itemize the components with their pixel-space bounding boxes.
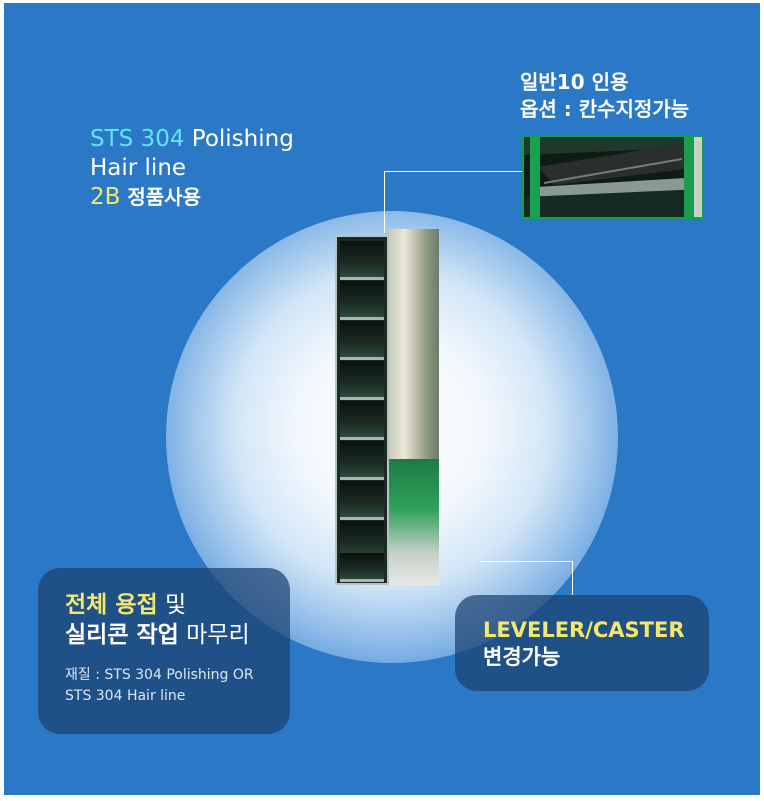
changeable-label: 변경가능 [483,645,561,669]
material-line-2: STS 304 Hair line [65,688,186,704]
cabinet-slot [340,361,384,400]
cabinet-slot [340,281,384,320]
welding-heading: 전체 용접 및 실리콘 작업 마무리 [65,590,250,650]
leveler-connector-vertical [572,561,573,595]
cabinet-slot [340,401,384,440]
hairline-label: Hair line [90,155,187,181]
cabinet-front [335,235,389,585]
cabinet-side-reflection [389,459,439,585]
option-connector-vertical [384,171,385,233]
cabinet-slot [340,481,384,520]
genuine-use-label: 정품사용 [120,185,201,209]
stainless-locker-cabinet [335,229,439,589]
cabinet-slot [340,321,384,360]
product-banner: STS 304 Polishing Hair line 2B 정품사용 일반10… [4,3,760,795]
material-spec-text: STS 304 Polishing Hair line 2B 정품사용 [90,125,294,212]
cabinet-slot [340,441,384,480]
leveler-title: LEVELER/CASTER [483,618,685,642]
cabinet-slot [340,241,384,280]
finish-label: 마무리 [178,622,250,648]
and-label: 및 [157,592,187,618]
shelf-photo [524,137,702,217]
silicone-label: 실리콘 작업 [65,622,179,648]
leveler-info-box: LEVELER/CASTER 변경가능 [455,595,709,691]
leveler-connector-horizontal [480,561,572,562]
option-label: 옵션 : 칸수지정가능 [520,97,690,121]
material-note: 재질 : STS 304 Polishing OR STS 304 Hair l… [65,665,254,707]
option-text: 일반10 인용 옵션 : 칸수지정가능 [520,69,689,123]
polishing-label: Polishing [184,126,294,152]
material-line-1: 재질 : STS 304 Polishing OR [65,667,254,683]
full-weld-label: 전체 용접 [65,592,158,618]
option-connector-horizontal [384,171,522,172]
sts-code: STS 304 [90,126,185,152]
interior-detail-photo [522,135,704,219]
capacity-label: 일반10 인용 [520,70,629,94]
grade-code: 2B [90,184,121,210]
cabinet-slot [340,553,384,582]
welding-info-box: 전체 용접 및 실리콘 작업 마무리 재질 : STS 304 Polishin… [38,568,290,734]
